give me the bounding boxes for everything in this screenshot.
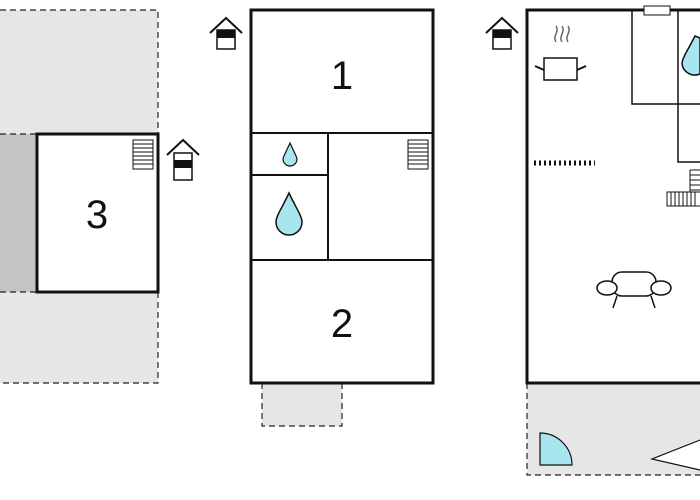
stairs-icon xyxy=(666,169,700,207)
middle-outer-walls xyxy=(249,8,435,385)
middle-building: 1 2 xyxy=(209,8,435,427)
right-building xyxy=(485,5,700,476)
room-1-label: 1 xyxy=(331,54,353,98)
annex-outline xyxy=(0,133,36,293)
terrace-furniture xyxy=(649,439,700,471)
entrance-icon xyxy=(209,16,243,50)
window xyxy=(643,5,671,16)
water-drop-icon xyxy=(275,191,303,236)
middle-interior-walls xyxy=(251,132,433,261)
entry-step xyxy=(261,382,343,427)
room-2-label: 2 xyxy=(331,302,353,346)
water-drop-icon xyxy=(681,35,700,76)
armchair-icon xyxy=(596,271,672,309)
stairs-icon xyxy=(132,139,154,170)
right-interior-walls xyxy=(631,10,700,163)
door-swing-icon xyxy=(539,432,573,466)
entrance-icon xyxy=(485,16,519,50)
right-terrace-outline xyxy=(526,383,700,476)
water-drop-icon xyxy=(282,141,298,167)
stairs-icon xyxy=(407,139,429,170)
annex xyxy=(0,134,36,292)
left-building: 3 xyxy=(0,9,200,384)
room-3-label: 3 xyxy=(86,193,108,237)
entrance-icon xyxy=(166,138,200,181)
cooking-pot-icon xyxy=(534,25,587,81)
